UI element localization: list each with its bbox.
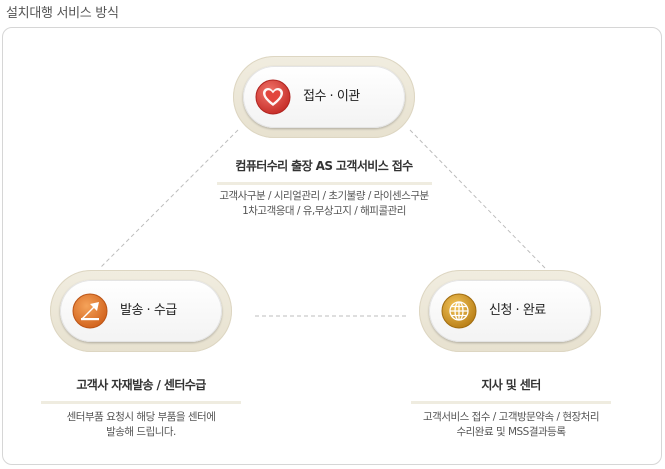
completion-heading-underline (411, 401, 611, 404)
completion-description-line: 수리완료 및 MSS결과등록 (456, 426, 566, 438)
shipping-heading-text: 고객사 자재발송 / 센터수급 (76, 378, 206, 392)
node-reception: 접수 · 이관 (233, 56, 415, 138)
node-reception-label: 접수 · 이관 (303, 89, 360, 104)
shipping-heading-underline (41, 401, 241, 404)
node-completion-label: 신청 · 완료 (489, 303, 546, 318)
reception-description-line: 1차고객응대 / 유,무상고지 / 해피콜관리 (242, 205, 406, 217)
delivery-arrow-icon (72, 293, 108, 329)
reception-heading: 컴퓨터수리 출장 AS 고객서비스 접수 (205, 157, 443, 185)
completion-description-line: 고객서비스 접수 / 고객방문약속 / 현장처리 (423, 411, 599, 423)
shipping-description: 센터부품 요청시 해당 부품을 센터에 발송해 드립니다. (30, 410, 252, 440)
reception-description: 고객사구분 / 시리얼관리 / 초기불량 / 라이센스구분 1차고객응대 / 유… (170, 189, 478, 219)
reception-description-line: 고객사구분 / 시리얼관리 / 초기불량 / 라이센스구분 (219, 190, 429, 202)
node-completion: 신청 · 완료 (419, 270, 601, 352)
completion-heading: 지사 및 센터 (400, 376, 622, 404)
node-shipping-label: 발송 · 수급 (120, 303, 177, 318)
shipping-heading: 고객사 자재발송 / 센터수급 (30, 376, 252, 404)
node-shipping: 발송 · 수급 (50, 270, 232, 352)
shipping-description-line: 센터부품 요청시 해당 부품을 센터에 (66, 411, 216, 423)
page-title: 설치대행 서비스 방식 (6, 6, 119, 21)
completion-heading-text: 지사 및 센터 (481, 378, 541, 392)
shipping-description-line: 발송해 드립니다. (106, 426, 176, 438)
reception-heading-text: 컴퓨터수리 출장 AS 고객서비스 접수 (235, 159, 413, 173)
reception-heading-underline (216, 182, 432, 185)
completion-description: 고객서비스 접수 / 고객방문약속 / 현장처리 수리완료 및 MSS결과등록 (380, 410, 642, 440)
heart-icon (255, 79, 291, 115)
globe-icon (441, 293, 477, 329)
